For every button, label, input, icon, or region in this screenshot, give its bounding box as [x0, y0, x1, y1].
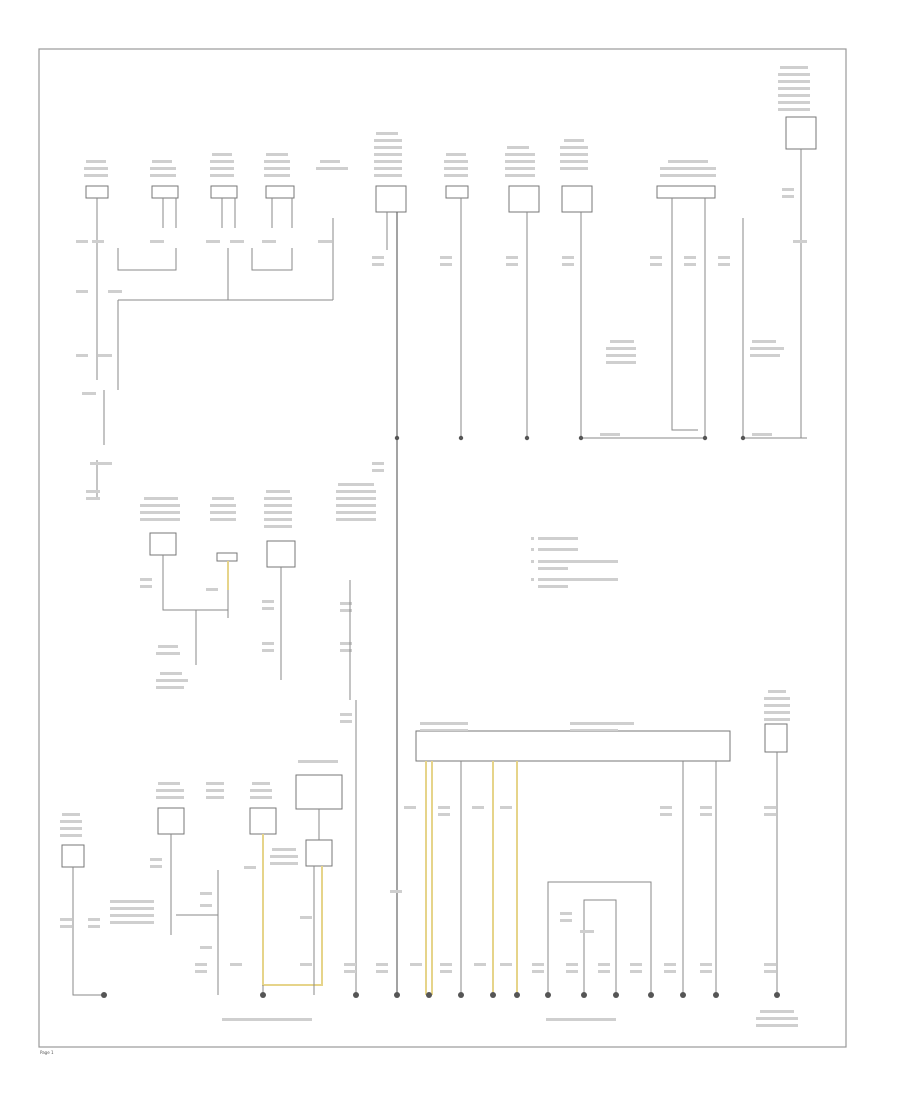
connector-7	[508, 185, 540, 213]
connector-17	[249, 807, 277, 835]
legend	[531, 537, 618, 588]
ground-point	[394, 992, 400, 998]
ground-points	[101, 992, 780, 998]
connector-18	[305, 839, 333, 867]
ground-point	[101, 992, 107, 998]
connector-8	[561, 185, 593, 213]
relay-box	[295, 774, 343, 810]
connector-12	[216, 552, 238, 562]
ground-point	[490, 992, 496, 998]
connector-16	[157, 807, 185, 835]
ground-point	[774, 992, 780, 998]
ground-point	[613, 992, 619, 998]
diagram-frame	[38, 48, 847, 1048]
ground-point	[680, 992, 686, 998]
left-top-harness	[76, 198, 334, 500]
connector-4	[265, 185, 295, 199]
control-unit-box	[415, 730, 731, 762]
control-unit	[390, 690, 790, 995]
ground-point	[713, 992, 719, 998]
connector-14	[764, 723, 788, 753]
ground-point	[353, 992, 359, 998]
ground-point	[648, 992, 654, 998]
connector-9	[656, 185, 716, 199]
connector-15	[61, 844, 85, 868]
bottom-left-components	[60, 760, 776, 996]
connector-6	[445, 185, 469, 199]
connector-5	[375, 185, 407, 213]
top-connector-group	[84, 66, 817, 213]
page-number: Page 1	[40, 1050, 54, 1055]
top-right-harness	[372, 149, 807, 995]
ground-point	[581, 992, 587, 998]
ground-point	[260, 992, 266, 998]
middle-left-components	[140, 483, 376, 995]
connector-3	[210, 185, 238, 199]
connector-10	[785, 116, 817, 150]
ground-point	[514, 992, 520, 998]
ground-point	[426, 992, 432, 998]
ground-point	[545, 992, 551, 998]
connector-2	[151, 185, 179, 199]
connector-13	[266, 540, 296, 568]
connector-11	[149, 532, 177, 556]
connector-1	[85, 185, 109, 199]
ground-point	[458, 992, 464, 998]
